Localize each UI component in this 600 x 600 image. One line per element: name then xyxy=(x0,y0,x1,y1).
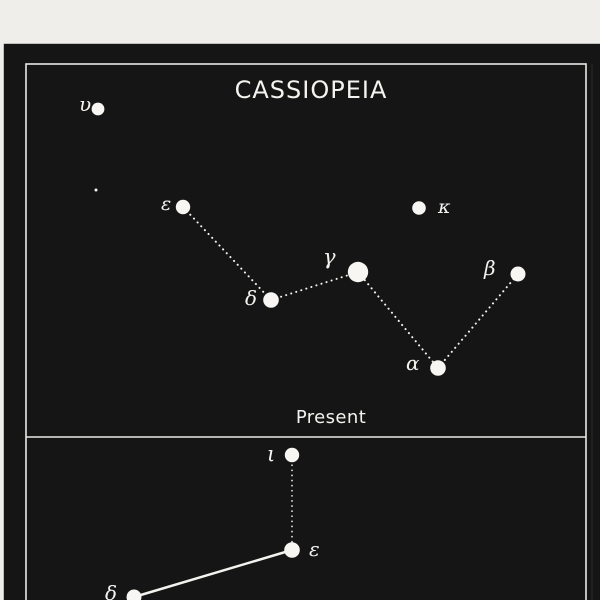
star-epsilon xyxy=(175,199,191,215)
label-alpha: α xyxy=(406,351,420,375)
upper-caption: Present xyxy=(296,407,366,428)
upper-stars xyxy=(91,102,526,376)
star-beta xyxy=(510,266,526,282)
label-kappa: κ xyxy=(437,196,451,218)
label-delta: δ xyxy=(245,286,257,310)
black-plate xyxy=(4,44,600,600)
label-iota: ι xyxy=(267,442,275,466)
star-gamma xyxy=(347,261,369,283)
star-epsilon-lower xyxy=(284,542,300,558)
label-epsilon: ε xyxy=(161,193,171,215)
star-delta-lower xyxy=(126,589,142,600)
line-gamma-alpha xyxy=(357,271,439,369)
label-gamma: γ xyxy=(323,245,336,269)
line-delta-gamma xyxy=(270,271,359,301)
lower-star-labels: ι ε δ xyxy=(105,442,320,600)
star-upsilon xyxy=(91,102,105,116)
label-upsilon: υ xyxy=(79,92,91,116)
star-iota xyxy=(284,447,300,463)
line-alpha-beta xyxy=(437,273,519,369)
star-alpha xyxy=(430,360,446,376)
label-beta: β xyxy=(483,256,496,280)
star-delta xyxy=(263,292,279,308)
line-epsilon-delta xyxy=(182,206,272,301)
constellation-title: CASSIOPEIA xyxy=(235,76,388,104)
outer-panel-border xyxy=(25,63,587,600)
upper-star-labels: υ ε κ γ δ β α xyxy=(79,92,496,375)
faint-star xyxy=(94,188,98,192)
lower-stars xyxy=(126,447,300,600)
upper-constellation-lines xyxy=(182,206,519,369)
star-kappa xyxy=(412,201,426,215)
line-epsilon-delta-lower xyxy=(132,548,294,599)
label-epsilon-lower: ε xyxy=(309,537,320,561)
lower-constellation-lines xyxy=(132,454,294,599)
label-delta-lower: δ xyxy=(105,581,117,600)
